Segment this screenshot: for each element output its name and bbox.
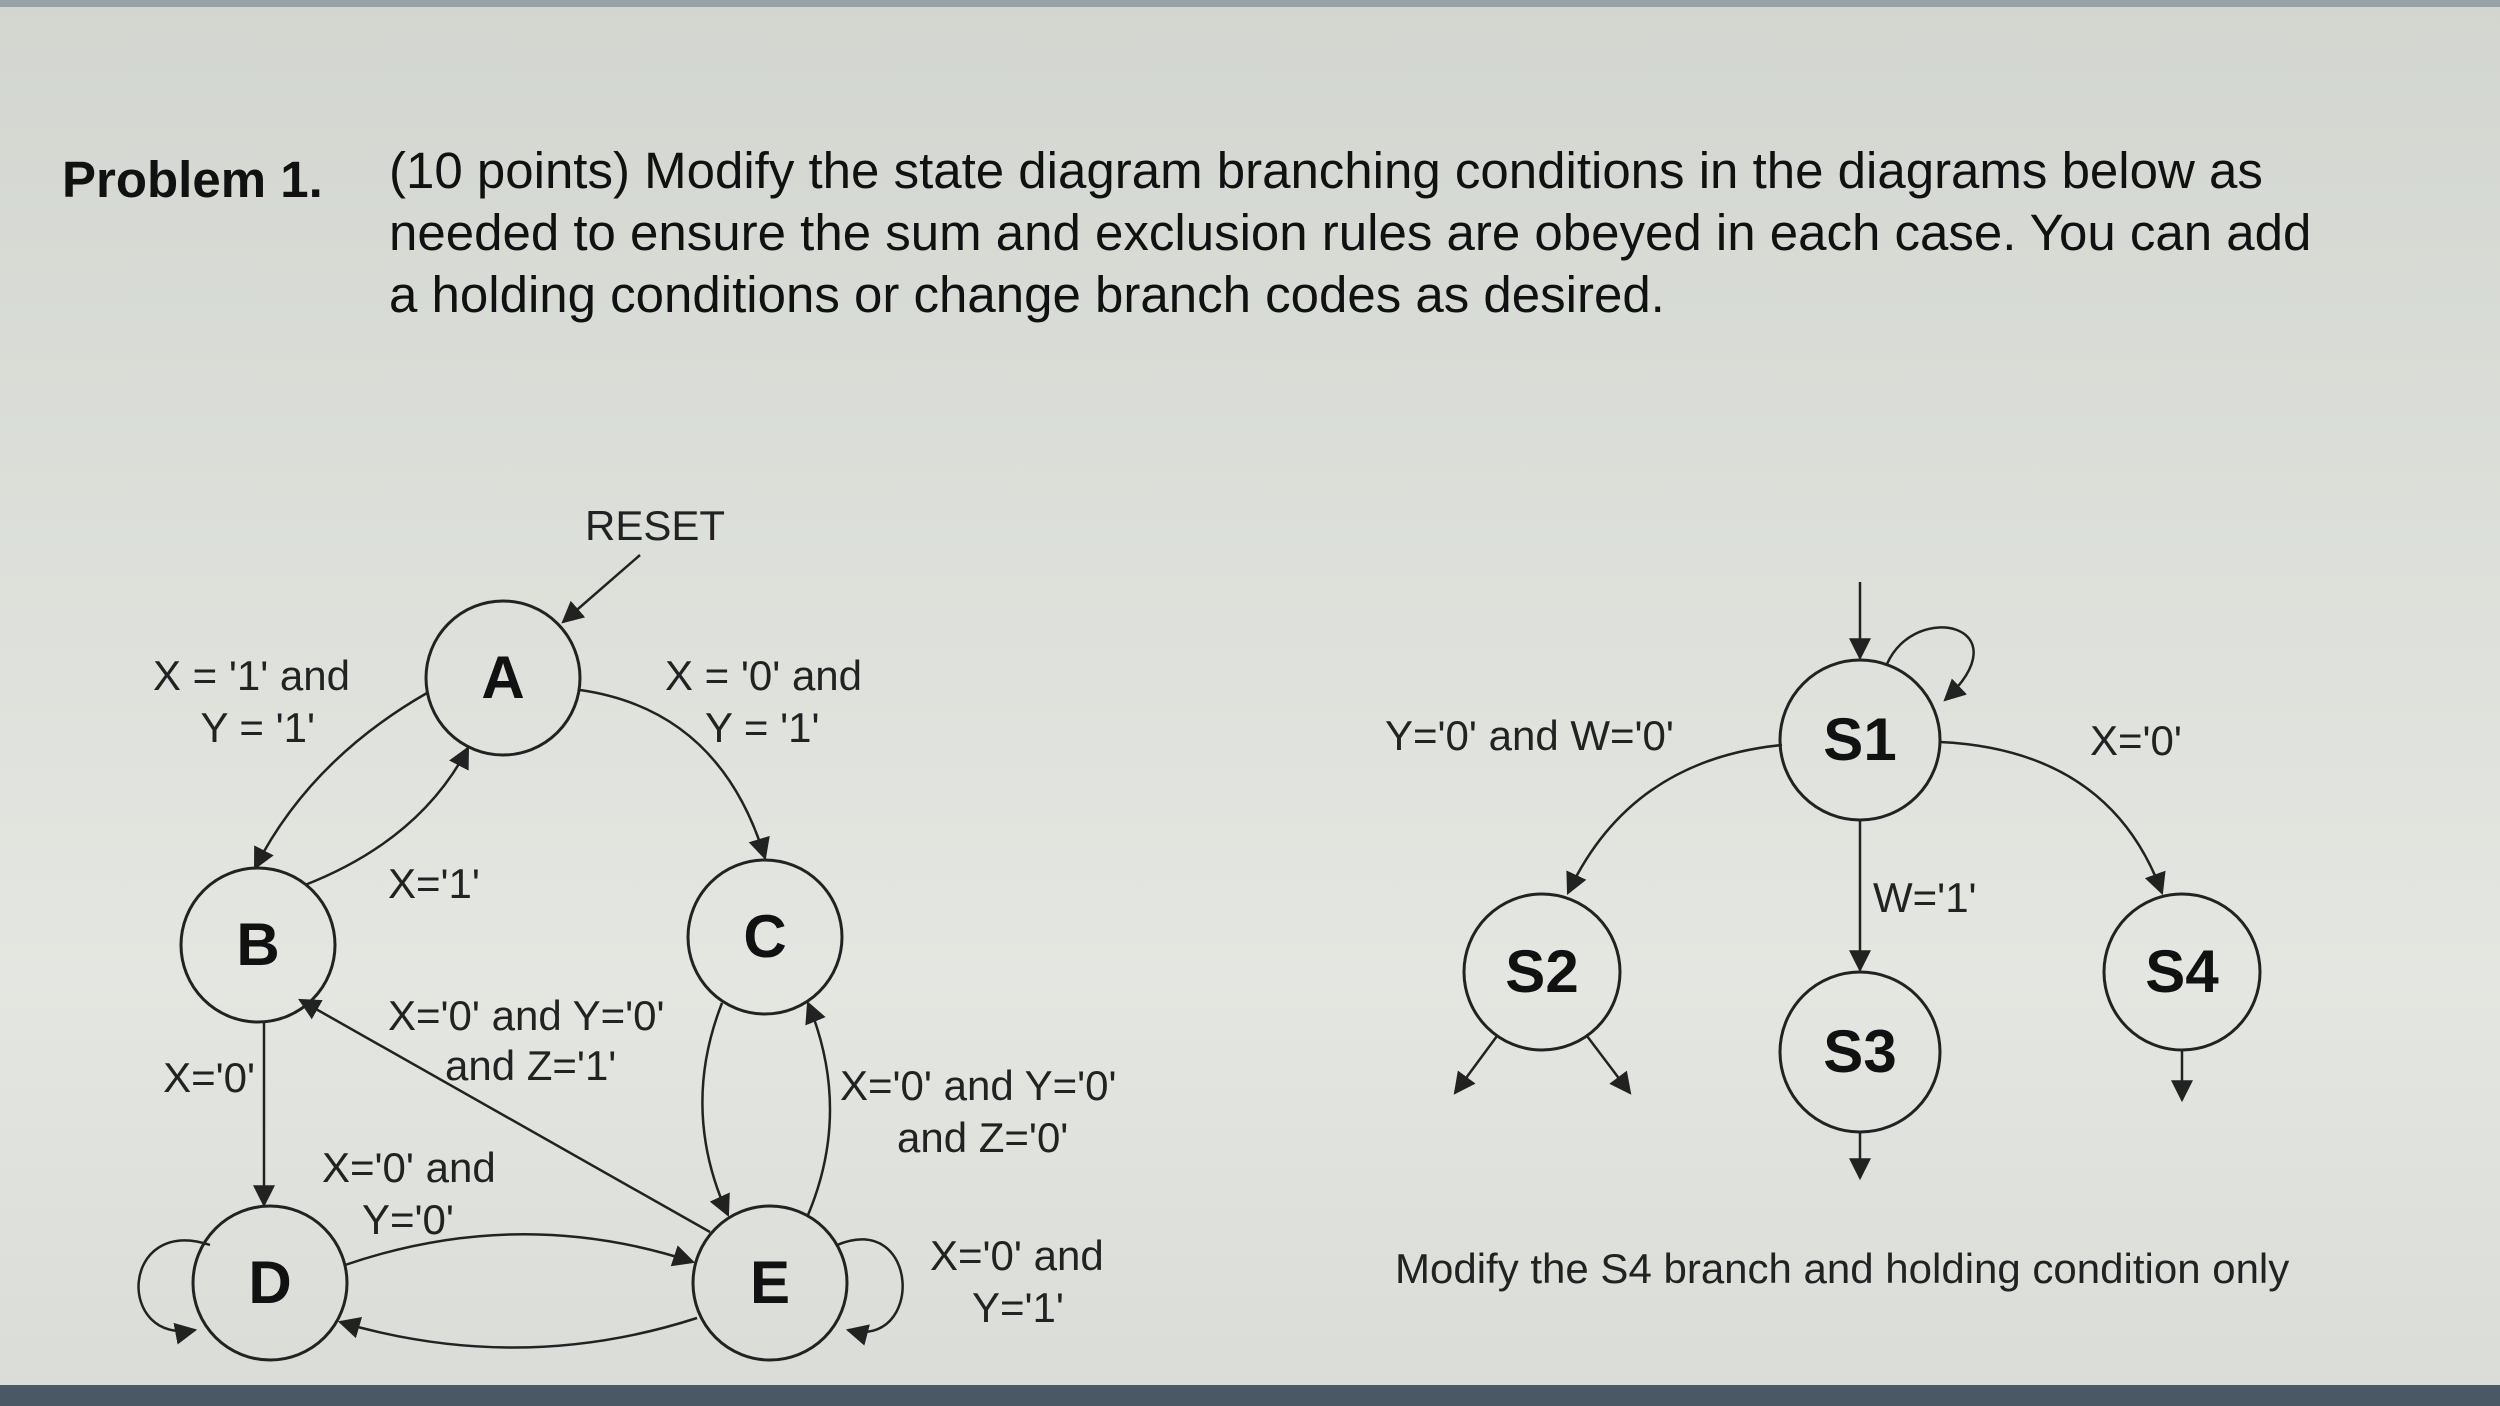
problem-statement: (10 points) Modify the state diagram bra… — [389, 140, 2389, 326]
edge-e-to-c — [805, 1000, 832, 1216]
state-e-label: E — [750, 1249, 790, 1316]
state-s1: S1 — [1778, 658, 1942, 822]
state-s2-label: S2 — [1505, 938, 1578, 1005]
edge-e-to-b-label-2: and Z='1' — [445, 1042, 616, 1089]
state-b: B — [179, 866, 337, 1024]
reset-arrow — [561, 554, 641, 624]
edge-e-hold-label-2: Y='1' — [972, 1284, 1064, 1331]
problem-line-2: needed to ensure the sum and exclusion r… — [389, 204, 2312, 261]
left-state-diagram: RESET A B C D E X = '1' and Y = '1' X = — [137, 502, 1117, 1362]
reset-label: RESET — [585, 502, 725, 549]
state-s2-circle — [1462, 892, 1622, 1052]
edge-a-to-c-label-2: Y = '1' — [705, 704, 820, 751]
edge-a-to-c-label-1: X = '0' and — [665, 652, 862, 699]
edge-a-to-c — [579, 688, 770, 861]
state-c-label: C — [743, 903, 786, 970]
edge-a-to-b-label-1: X = '1' and — [153, 652, 350, 699]
problem-line-1: (10 points) Modify the state diagram bra… — [389, 142, 2263, 199]
edge-d-to-e-label-2: Y='0' — [362, 1196, 454, 1243]
state-a-circle — [424, 599, 582, 757]
screen-bottom-edge — [0, 1385, 2500, 1406]
edge-e-to-d — [337, 1316, 698, 1349]
edge-s1-to-s3-label: W='1' — [1873, 874, 1977, 921]
state-d-label: D — [248, 1249, 291, 1316]
edge-a-to-b — [253, 691, 428, 870]
state-s1-label: S1 — [1823, 706, 1896, 773]
edge-d-to-e — [344, 1233, 696, 1267]
edge-d-to-e-label-1: X='0' and — [322, 1144, 496, 1191]
state-e: E — [691, 1204, 849, 1362]
edge-b-to-a — [304, 746, 470, 887]
edge-s1-to-s4 — [1939, 740, 2166, 896]
edge-e-hold — [836, 1238, 904, 1346]
edge-s1-to-s2-label: Y='0' and W='0' — [1385, 712, 1674, 759]
edge-s1-to-s4-label: X='0' — [2090, 717, 2182, 764]
edge-s2-exit-right — [1586, 1035, 1632, 1095]
edge-b-to-a-label: X='1' — [388, 860, 480, 907]
state-s3-label: S3 — [1823, 1018, 1896, 1085]
edge-e-hold-label-1: X='0' and — [930, 1232, 1104, 1279]
state-s3: S3 — [1778, 970, 1942, 1134]
right-state-diagram: S1 S2 S3 S4 Y='0' and W='0' W='1' X='0' — [1385, 582, 2289, 1292]
state-a-label: A — [481, 644, 524, 711]
edge-c-e-label-2: and Z='0' — [897, 1114, 1068, 1161]
edge-e-to-b-label-1: X='0' and Y='0' — [388, 992, 665, 1039]
edge-a-to-b-label-2: Y = '1' — [200, 704, 315, 751]
state-c: C — [686, 858, 844, 1016]
edge-e-to-b — [298, 998, 711, 1234]
edge-d-hold — [137, 1239, 211, 1345]
state-e-circle — [691, 1204, 849, 1362]
state-s4: S4 — [2102, 892, 2262, 1052]
edge-s2-exit-left — [1453, 1035, 1499, 1095]
edge-b-to-d-label: X='0' — [163, 1054, 255, 1101]
screen-top-edge — [0, 0, 2500, 7]
state-b-label: B — [236, 911, 279, 978]
right-diagram-caption: Modify the S4 branch and holding conditi… — [1395, 1245, 2289, 1292]
edge-s1-hold — [1885, 626, 1975, 702]
state-s2: S2 — [1462, 892, 1622, 1052]
edge-c-e-label-1: X='0' and Y='0' — [840, 1062, 1117, 1109]
state-d: D — [191, 1204, 349, 1362]
edge-s1-to-s2 — [1566, 743, 1783, 895]
edge-c-to-e — [701, 1002, 730, 1218]
problem-label: Problem 1. — [62, 151, 323, 208]
problem-line-3: a holding conditions or change branch co… — [389, 266, 1665, 323]
state-a: A — [424, 599, 582, 757]
state-s4-label: S4 — [2145, 938, 2219, 1005]
